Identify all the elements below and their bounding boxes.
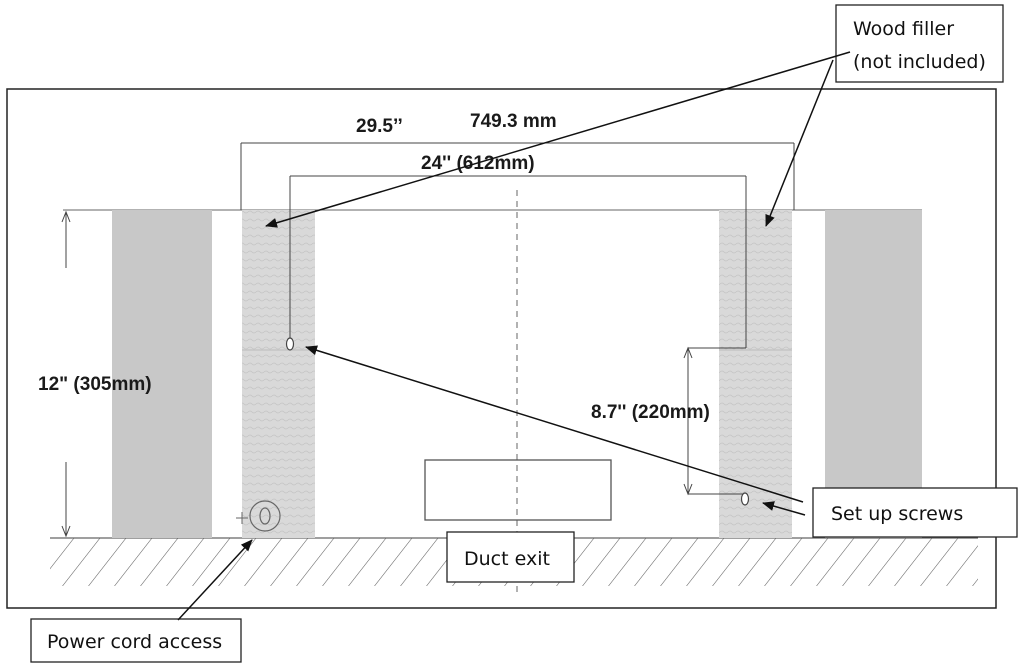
left-screw-icon — [285, 337, 295, 351]
left-wood-filler — [242, 210, 315, 538]
leader-arrows — [177, 51, 851, 621]
wood-filler-callout-line2: (not included) — [853, 51, 986, 73]
overall-width-dimension — [240, 142, 795, 210]
right-cabinet — [825, 210, 922, 538]
right-wood-filler — [719, 210, 792, 538]
screw-height-label: 8.7'' (220mm) — [591, 402, 710, 423]
wood-filler-callout-box — [835, 4, 1004, 83]
power-cord-callout-box — [30, 618, 242, 663]
power-cord-callout-text: Power cord access — [47, 631, 222, 653]
left-cabinet — [112, 210, 212, 538]
diagram-frame — [6, 88, 997, 609]
overall-width-mm: 749.3 mm — [470, 111, 557, 132]
duct-outline — [424, 459, 612, 521]
screw-spacing-dimension — [289, 175, 747, 348]
duct-exit-callout-text: Duct exit — [464, 548, 550, 570]
set-up-screws-callout-box — [812, 487, 1018, 538]
height-label: 12" (305mm) — [38, 374, 152, 395]
screw-height-dimension — [683, 346, 746, 496]
duct-exit-callout-box — [446, 531, 575, 583]
wood-filler-callout-line1: Wood filler — [853, 18, 954, 40]
right-screw-icon — [740, 492, 750, 506]
set-up-screws-callout-text: Set up screws — [831, 503, 963, 525]
height-dimension — [61, 210, 71, 538]
overall-width-inches: 29.5’’ — [356, 116, 403, 137]
power-cord-icon — [236, 500, 281, 532]
